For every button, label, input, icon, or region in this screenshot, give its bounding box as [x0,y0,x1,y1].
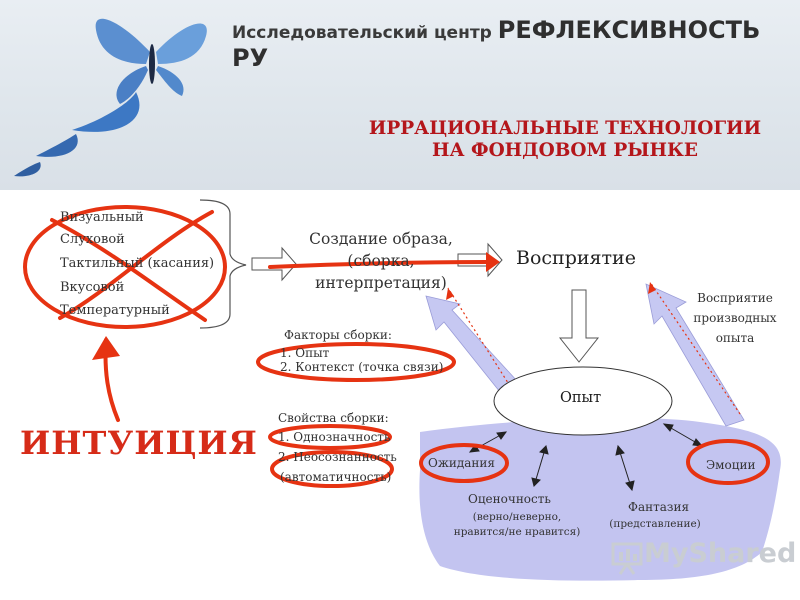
factor-item: 2. Контекст (точка связи) [280,360,444,374]
sense-item: Слуховой [60,232,125,247]
evaluation-note: (верно/неверно, нравится/не нравится) [452,510,582,540]
title-line-2: НА ФОНДОВОМ РЫНКЕ [432,140,698,161]
header-banner [0,0,800,190]
creation-line-3: интерпретация) [315,274,447,292]
derived-perception: Восприятие производных опыта [680,288,790,348]
derived-line-3: опыта [715,331,755,345]
factors-heading: Факторы сборки: [284,328,392,342]
presentation-icon [611,542,643,575]
feedback-arrow-left [425,295,519,393]
sense-item: Визуальный [60,210,144,225]
fantasy-label: Фантазия [628,500,690,514]
arrow-senses-to-creation [251,246,297,282]
sense-item: Температурный [60,303,170,318]
watermark: MyShared [644,538,797,569]
org-brand: РЕФЛЕКСИВНОСТЬ РУ [232,16,761,72]
property-item: 1. Однозначность [278,430,391,444]
factor-item: 1. Опыт [280,346,330,360]
intuition-label: ИНТУИЦИЯ [20,424,258,462]
sense-item: Тактильный (касания) [60,256,215,271]
evaluation-note-2: нравится/не нравится) [453,526,581,538]
page-title: ИРРАЦИОНАЛЬНЫЕ ТЕХНОЛОГИИ НА ФОНДОВОМ РЫ… [330,118,800,162]
title-line-1: ИРРАЦИОНАЛЬНЫЕ ТЕХНОЛОГИИ [368,118,762,139]
org-name: Исследовательский центр РЕФЛЕКСИВНОСТЬ Р… [232,16,800,72]
arrow-perception-to-experience [558,289,600,363]
properties-heading: Свойства сборки: [278,411,389,425]
feedback-arrow-right [645,283,745,427]
creation-block: Создание образа, (сборка, интерпретация) [306,228,456,294]
fantasy-note: (представление) [609,518,701,530]
experience-ellipse [493,366,673,436]
experience-label: Опыт [560,390,602,406]
creation-line-2: (сборка, [347,252,415,270]
derived-line-2: производных [693,311,777,325]
sense-item: Вкусовой [60,280,125,295]
creation-line-1: Создание образа, [309,230,453,248]
expectations-label: Ожидания [428,456,495,470]
emotions-label: Эмоции [706,458,756,472]
property-item: (автоматичность) [280,470,392,484]
org-prefix: Исследовательский центр [232,23,492,43]
perception-label: Восприятие [516,247,636,269]
senses-bracket [199,199,247,329]
evaluation-note-1: (верно/неверно, [472,511,562,523]
derived-line-1: Восприятие [697,291,773,305]
property-item: 2. Неосознанность [278,450,397,464]
evaluation-label: Оценочность [468,492,551,506]
